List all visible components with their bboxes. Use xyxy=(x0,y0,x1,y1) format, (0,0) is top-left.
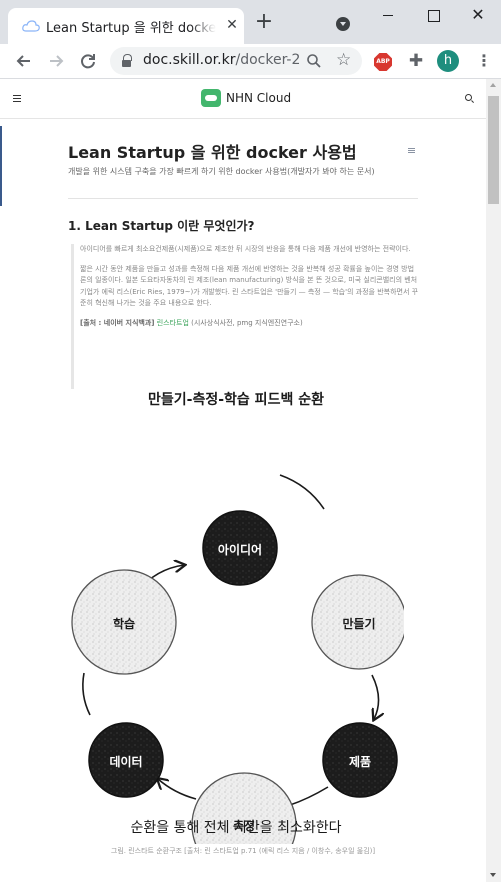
hamburger-menu-icon[interactable] xyxy=(13,95,21,102)
new-tab-button[interactable]: + xyxy=(254,9,274,34)
cloud-favicon-icon xyxy=(22,20,40,32)
toc-menu-icon[interactable] xyxy=(408,148,415,153)
adblock-extension-icon[interactable]: ABP xyxy=(374,53,392,71)
brand-name: NHN Cloud xyxy=(226,91,292,105)
quote-source-rest: (시사상식사전, pmg 지식엔진연구소) xyxy=(191,318,303,327)
node-label-product: 제품 xyxy=(348,755,372,769)
arrow-measure-to-data xyxy=(158,779,197,800)
tab-strip: Lean Startup 을 위한 docker 사용법 ✕ + ✕ xyxy=(0,0,501,44)
minimize-window-button[interactable] xyxy=(378,6,398,24)
page-title: Lean Startup 을 위한 docker 사용법 xyxy=(68,143,357,162)
lock-icon[interactable] xyxy=(122,54,132,67)
quote-paragraph-1: 아이디어를 빠르게 최소요건제품(시제품)으로 제조한 뒤 시장의 반응을 통해… xyxy=(80,245,411,253)
forward-arrow-icon[interactable] xyxy=(46,51,66,71)
node-idea xyxy=(202,510,278,586)
node-product xyxy=(322,722,398,798)
build-measure-learn-diagram: 만들기-측정-학습 피드백 순환 xyxy=(68,389,404,844)
page-subtitle: 개발을 위한 시스템 구축을 가장 빠르게 하기 위한 docker 사용법(개… xyxy=(68,167,375,176)
close-window-button[interactable]: ✕ xyxy=(471,5,485,24)
quote-source-label: [출처 : 네이버 지식백과] xyxy=(80,318,155,327)
node-measure xyxy=(191,772,297,844)
extensions-puzzle-icon[interactable]: ✚ xyxy=(408,51,424,71)
node-label-learn: 학습 xyxy=(112,617,136,631)
node-label-idea: 아이디어 xyxy=(217,543,263,557)
close-tab-icon[interactable]: ✕ xyxy=(226,17,238,33)
maximize-window-button[interactable] xyxy=(423,6,443,24)
diagram-title: 만들기-측정-학습 피드백 순환 xyxy=(148,392,324,408)
scroll-up-arrow-icon[interactable] xyxy=(490,83,496,87)
kebab-menu-icon[interactable]: ⋮ xyxy=(476,51,492,70)
cycle-graphic xyxy=(71,474,404,844)
arrow-data-to-learn xyxy=(82,672,91,716)
node-data xyxy=(88,722,164,798)
search-icon[interactable] xyxy=(465,94,472,101)
node-label-build: 만들기 xyxy=(342,617,376,631)
node-label-measure: 측정 xyxy=(232,819,256,833)
browser-toolbar: doc.skill.or.kr/docker-2 ☆ ABP ✚ h ⋮ xyxy=(0,44,501,78)
bookmark-star-icon[interactable]: ☆ xyxy=(336,50,352,70)
site-header: NHN Cloud xyxy=(0,79,486,119)
page-scrollbar[interactable] xyxy=(486,79,501,882)
quote-paragraph-2: 짧은 시간 동안 제품을 만들고 성과를 측정해 다음 제품 개선에 반영하는 … xyxy=(80,264,419,308)
arrow-build-to-product xyxy=(371,674,379,719)
reload-icon[interactable] xyxy=(78,51,98,71)
zoom-icon[interactable] xyxy=(306,53,322,69)
title-divider xyxy=(68,198,418,199)
back-arrow-icon[interactable] xyxy=(14,51,34,71)
node-label-data: 데이터 xyxy=(109,755,143,769)
arrow-product-to-measure xyxy=(289,786,329,806)
tab-search-icon[interactable] xyxy=(336,17,350,31)
address-bar[interactable]: doc.skill.or.kr/docker-2 ☆ xyxy=(110,47,362,75)
toolbar-divider xyxy=(0,78,501,79)
quote-source-link[interactable]: 린스타트업 xyxy=(156,318,189,327)
definition-quote: 아이디어를 빠르게 최소요건제품(시제품)으로 제조한 뒤 시장의 반응을 통해… xyxy=(71,244,419,389)
nhn-cloud-logo-icon xyxy=(201,89,221,107)
tab-title: Lean Startup 을 위한 docker 사용법 xyxy=(46,21,216,36)
diagram-caption: 그림. 린스타트 순환구조 [출처: 린 스타트업 p.71 (에릭 리스 지음… xyxy=(110,847,376,855)
node-build xyxy=(311,574,404,670)
scroll-down-arrow-icon[interactable] xyxy=(490,873,496,877)
arrow-idea-to-build xyxy=(279,474,325,510)
node-learn xyxy=(71,569,177,675)
url-text[interactable]: doc.skill.or.kr/docker-2 xyxy=(143,52,301,68)
browser-tab-active[interactable]: Lean Startup 을 위한 docker 사용법 ✕ xyxy=(8,8,244,44)
quote-source: [출처 : 네이버 지식백과] 린스타트업 (시사상식사전, pmg 지식엔진연… xyxy=(80,318,419,330)
scroll-thumb[interactable] xyxy=(488,96,499,204)
section-heading: 1. Lean Startup 이란 무엇인가? xyxy=(68,219,255,233)
page-viewport: NHN Cloud Lean Startup 을 위한 docker 사용법 개… xyxy=(0,79,486,882)
left-edge-strip xyxy=(0,126,2,206)
diagram-bottom-wrapper: 순환을 통해 전체 시간을 최소화한다 xyxy=(68,817,404,837)
profile-avatar[interactable]: h xyxy=(437,50,459,72)
diagram-bottom-text: 순환을 통해 전체 시간을 최소화한다 xyxy=(130,820,342,836)
